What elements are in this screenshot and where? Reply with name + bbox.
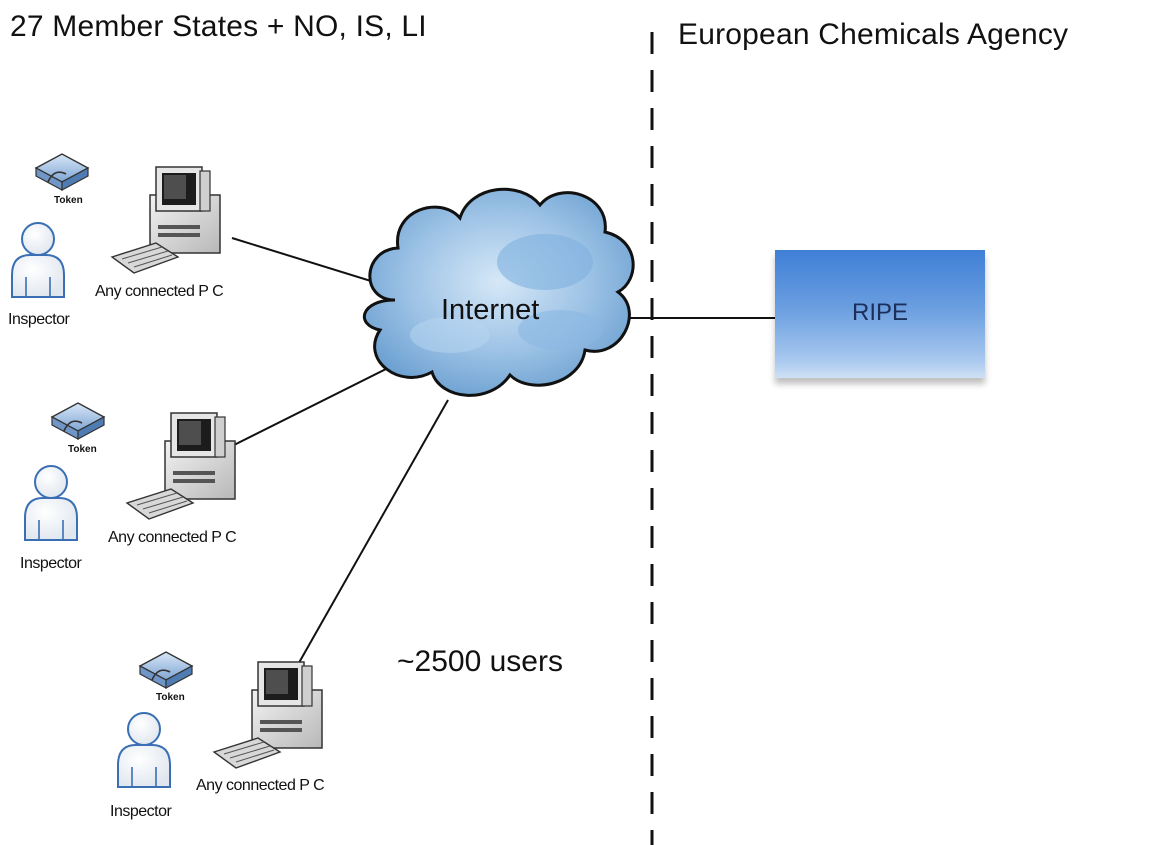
pc-label: Any connected P C [108, 529, 237, 546]
computer-icon [213, 661, 323, 769]
member-states-heading: 27 Member States + NO, IS, LI [10, 10, 427, 43]
token-label: Token [68, 444, 97, 455]
inspector-person-icon [117, 712, 171, 788]
internet-cloud-icon [362, 187, 635, 397]
pc-label: Any connected P C [196, 777, 325, 794]
token-label: Token [54, 195, 83, 206]
computer-icon [111, 166, 221, 274]
users-count: ~2500 users [397, 645, 563, 678]
inspector-person-icon [24, 465, 78, 541]
inspector-label: Inspector [20, 555, 82, 572]
pc-label: Any connected P C [95, 283, 224, 300]
token-icon [51, 402, 105, 440]
agency-heading: European Chemicals Agency [678, 18, 1069, 51]
token-label: Token [156, 692, 185, 703]
ripe-server-box[interactable]: RIPE [775, 250, 985, 378]
link-client-3 [295, 399, 449, 669]
token-icon [139, 651, 193, 689]
inspector-label: Inspector [110, 803, 172, 820]
computer-icon [126, 412, 236, 520]
ripe-label: RIPE [851, 299, 908, 326]
inspector-label: Inspector [8, 311, 70, 328]
inspector-person-icon [11, 222, 65, 298]
token-icon [35, 153, 89, 191]
internet-label: Internet [441, 294, 540, 326]
link-client-2 [231, 365, 393, 447]
